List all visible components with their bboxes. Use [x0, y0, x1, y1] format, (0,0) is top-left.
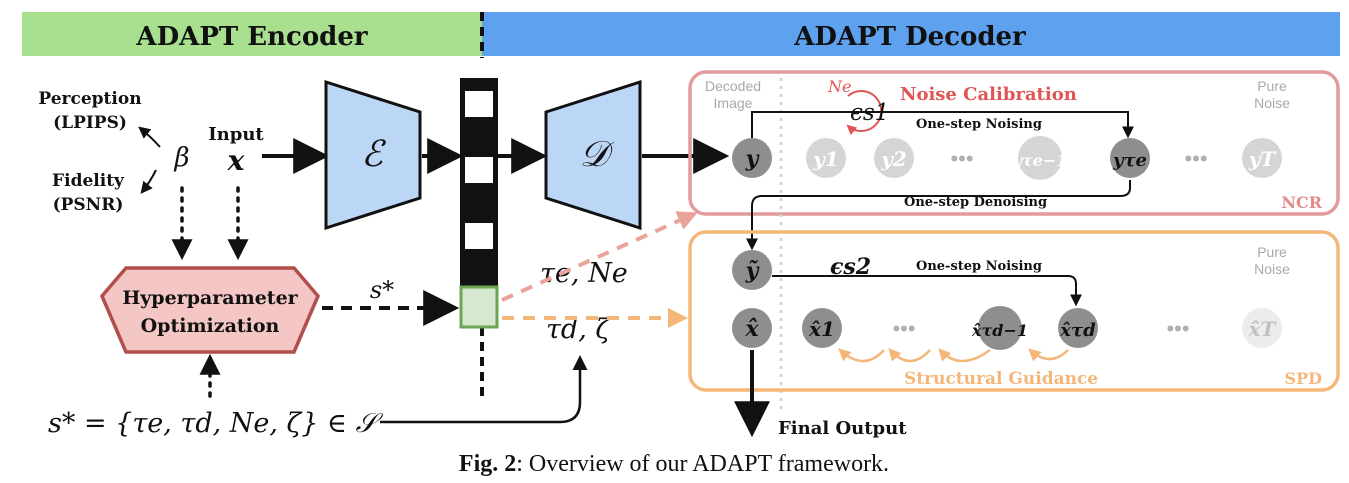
perception-label: Perception: [38, 89, 141, 109]
spd-pure-noise-2: Noise: [1254, 261, 1290, 277]
hyperparameter-cell: [459, 285, 499, 329]
set-to-tau-arrow: [380, 355, 588, 424]
guidance-arrow-2: [938, 348, 991, 363]
ncr-node-y1-label: y1: [812, 147, 839, 171]
arrow-to-fidelity: [140, 169, 157, 194]
spd-node-xhat1-label: x̂1: [808, 317, 835, 341]
spd-one-step-noising: One-step Noising: [916, 259, 1042, 274]
spd-pure-noise-1: Pure: [1257, 244, 1287, 260]
latent-to-ncr-arrow: [501, 211, 698, 302]
spd-node-y-tilde: [732, 250, 772, 290]
ncr-Ne-label: Ne: [827, 77, 851, 96]
ncr-decoded-label-2: Image: [714, 95, 753, 111]
input-symbol: x: [227, 144, 245, 177]
ncr-node-y2-label: y2: [880, 147, 907, 171]
decoder-block: [544, 79, 642, 231]
ncr-pure-noise-1: Pure: [1257, 78, 1287, 94]
spd-ellipsis-1: •••: [892, 316, 915, 341]
hpo-block: [99, 266, 321, 354]
decoder-title: ADAPT Decoder: [793, 22, 1026, 52]
search-space-equation: s* = {τe, τd, Ne, ζ} ∈ 𝒮: [48, 408, 384, 439]
ncr-node-y-label: y: [745, 146, 761, 172]
decoder-header-bar: [482, 12, 1340, 56]
arrow-to-perception: [138, 126, 161, 148]
guidance-arrow-1: [1028, 348, 1069, 362]
ncr-node-y: [732, 138, 772, 178]
ncr-node-yT: [1242, 138, 1282, 178]
ncr-node-ytau-e-1: [1018, 136, 1062, 180]
spd-node-xhat-tau-d: [1058, 308, 1098, 348]
fidelity-label: Fidelity: [52, 171, 125, 191]
ncr-node-ytau-e-1-label: yτe−1: [1012, 151, 1068, 170]
spd-node-y-tilde-label: ỹ: [745, 258, 761, 284]
ncr-node-ytau-e: [1110, 138, 1150, 178]
lpips-label: (LPIPS): [53, 113, 127, 133]
ncr-ellipsis-2: •••: [1184, 146, 1207, 171]
ncr-decoded-label-1: Decoded: [705, 78, 761, 94]
spd-noising-arrow: [772, 275, 1082, 307]
spd-tag: SPD: [1285, 369, 1323, 388]
ncr-denoising-arrow: [746, 180, 1131, 251]
noise-calibration-label: Noise Calibration: [900, 84, 1077, 105]
final-output-label: Final Output: [778, 418, 907, 439]
beta-symbol: β: [173, 143, 189, 173]
ncr-box: [688, 70, 1340, 216]
hpo-line2: Optimization: [141, 315, 280, 337]
caption-prefix: Fig. 2: [459, 451, 516, 477]
ncr-pure-noise-2: Noise: [1254, 95, 1290, 111]
guidance-arrow-4: [838, 348, 885, 363]
spd-node-xhat: [732, 308, 772, 348]
hpo-line1: Hyperparameter: [122, 287, 298, 309]
ncr-node-ytau-e-label: yτe: [1112, 150, 1147, 171]
spd-node-xhat-tau-d-1: [978, 306, 1022, 350]
spd-node-xhat-tau-d-label: x̂τd: [1059, 320, 1096, 341]
latent-column: [459, 78, 499, 329]
encoder-title: ADAPT Encoder: [135, 22, 367, 52]
s-star-label: s*: [370, 276, 394, 304]
ncr-one-step-noising: One-step Noising: [916, 117, 1042, 132]
ncr-one-step-denoising: One-step Denoising: [904, 195, 1047, 210]
ncr-node-y1: [806, 138, 846, 178]
ncr-ellipsis-1: •••: [950, 146, 973, 171]
caption-text: : Overview of our ADAPT framework.: [516, 451, 889, 477]
spd-node-xhat-tau-d-1-label: x̂τd−1: [971, 321, 1028, 340]
figure-caption: Fig. 2: Overview of our ADAPT framework.: [459, 451, 889, 477]
spd-node-xhatT: [1242, 308, 1282, 348]
ncr-node-y2: [874, 138, 914, 178]
psnr-label: (PSNR): [53, 195, 124, 215]
ncr-noising-arrow: [751, 111, 1134, 139]
spd-node-xhatT-label: x̂T: [1248, 317, 1278, 341]
spd-ellipsis-2: •••: [1166, 316, 1189, 341]
structural-guidance-label: Structural Guidance: [904, 369, 1098, 389]
ncr-tag: NCR: [1281, 193, 1322, 212]
spd-node-xhat1: [802, 308, 842, 348]
input-label: Input: [208, 124, 264, 145]
guidance-arrow-3: [888, 348, 931, 363]
spd-box: [688, 230, 1340, 392]
encoder-block: [324, 79, 422, 231]
encoder-symbol: ℰ: [361, 134, 386, 175]
encoder-header-bar: [22, 12, 482, 56]
tau-d-zeta-label: τd, ζ: [546, 314, 611, 345]
spd-node-xhat-label: x̂: [744, 316, 759, 342]
ncr-node-yT-label: yT: [1248, 147, 1278, 171]
